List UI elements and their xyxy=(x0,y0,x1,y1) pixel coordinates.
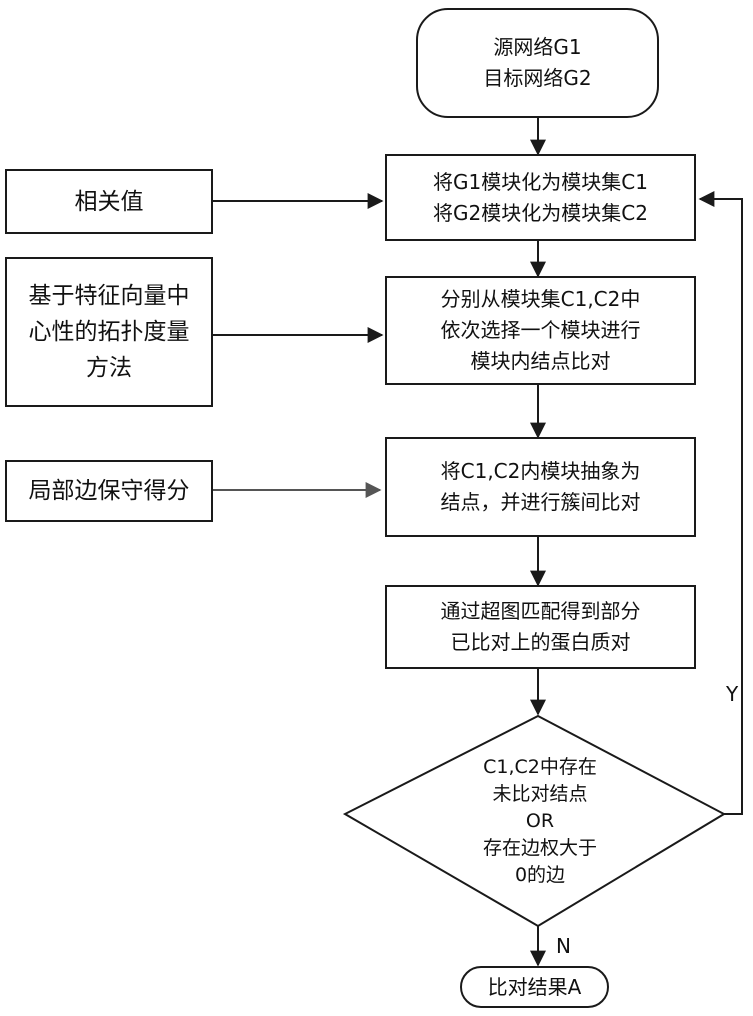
end-text: 比对结果A xyxy=(488,972,582,1003)
arrow-yes-loop xyxy=(700,199,742,814)
input-edgescore-text: 局部边保守得分 xyxy=(29,473,190,509)
step2-line3: 模块内结点比对 xyxy=(471,346,611,377)
step-hypergraph-matching: 通过超图匹配得到部分 已比对上的蛋白质对 xyxy=(385,585,696,669)
step2-line1: 分别从模块集C1,C2中 xyxy=(441,284,641,315)
input-eigen-line3: 方法 xyxy=(86,350,132,386)
decision-line5: 0的边 xyxy=(420,862,660,889)
step3-line2: 结点，并进行簇间比对 xyxy=(441,487,641,518)
input-eigen-line2: 心性的拓扑度量 xyxy=(29,314,190,350)
start-line1: 源网络G1 xyxy=(493,32,581,63)
step1-line1: 将G1模块化为模块集C1 xyxy=(433,167,648,198)
step4-line2: 已比对上的蛋白质对 xyxy=(451,627,631,658)
end-node: 比对结果A xyxy=(460,966,609,1008)
step-modularize: 将G1模块化为模块集C1 将G2模块化为模块集C2 xyxy=(385,154,696,241)
input-edge-conservation-score: 局部边保守得分 xyxy=(5,460,213,522)
step-inter-cluster-alignment: 将C1,C2内模块抽象为 结点，并进行簇间比对 xyxy=(385,437,696,537)
decision-line1: C1,C2中存在 xyxy=(420,754,660,781)
label-no: N xyxy=(556,934,571,958)
decision-line3: OR xyxy=(420,808,660,835)
input-correlation-text: 相关值 xyxy=(75,184,144,220)
step1-line2: 将G2模块化为模块集C2 xyxy=(433,198,648,229)
decision-line4: 存在边权大于 xyxy=(420,835,660,862)
start-node: 源网络G1 目标网络G2 xyxy=(416,8,659,118)
step3-line1: 将C1,C2内模块抽象为 xyxy=(441,456,641,487)
label-yes: Y xyxy=(726,682,738,706)
input-eigen-line1: 基于特征向量中 xyxy=(29,278,190,314)
start-line2: 目标网络G2 xyxy=(483,63,591,94)
step-intra-module-alignment: 分别从模块集C1,C2中 依次选择一个模块进行 模块内结点比对 xyxy=(385,276,696,385)
decision-text: C1,C2中存在 未比对结点 OR 存在边权大于 0的边 xyxy=(420,754,660,889)
step2-line2: 依次选择一个模块进行 xyxy=(441,315,641,346)
input-eigenvector-centrality: 基于特征向量中 心性的拓扑度量 方法 xyxy=(5,257,213,407)
step4-line1: 通过超图匹配得到部分 xyxy=(441,596,641,627)
input-correlation: 相关值 xyxy=(5,169,213,234)
decision-line2: 未比对结点 xyxy=(420,781,660,808)
